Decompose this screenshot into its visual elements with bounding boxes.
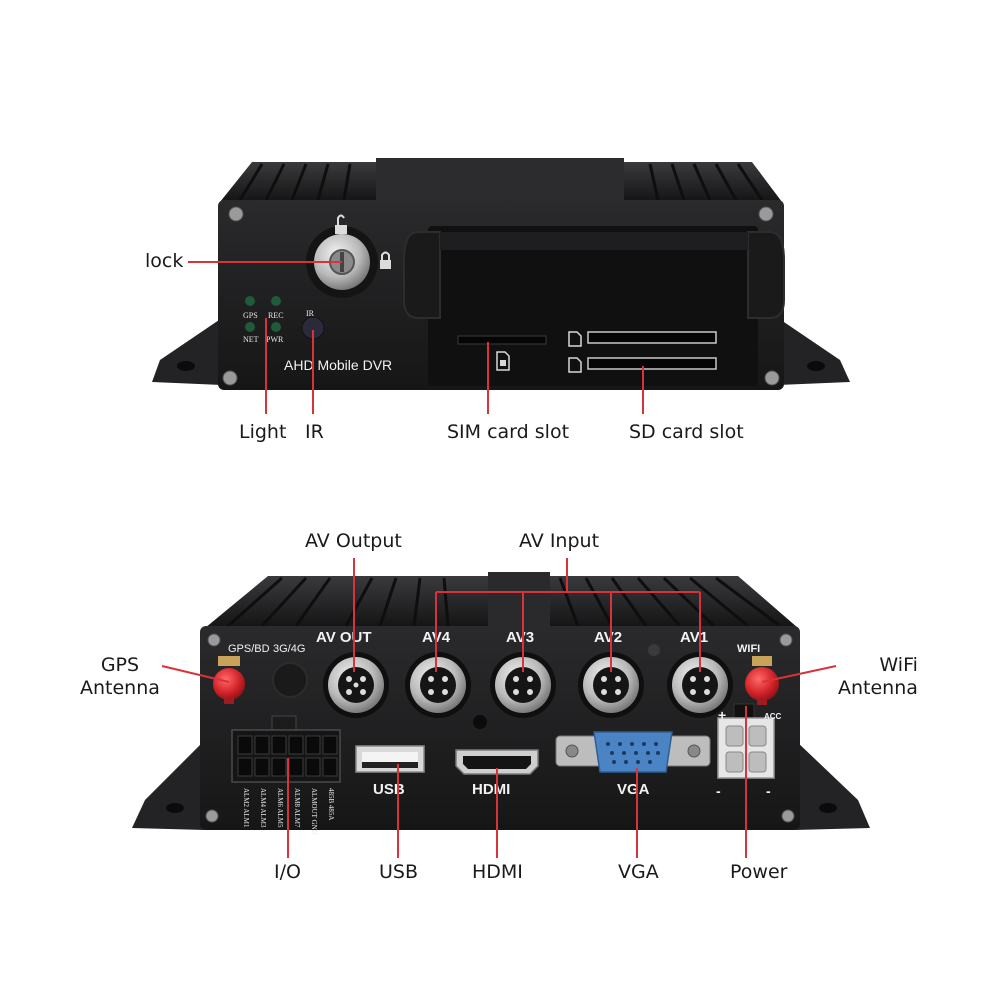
front-left-flange xyxy=(152,318,222,385)
io-terminal xyxy=(231,715,341,783)
av2-connector xyxy=(578,652,644,718)
acc-label: ACC xyxy=(764,712,782,721)
io-pin-label: ALM8 ALM7 xyxy=(293,788,301,828)
io-pin-label: ALM4 ALM3 xyxy=(259,788,267,828)
led-panel: GPS REC NET PWR IR xyxy=(243,296,325,344)
vga-label: VGA xyxy=(617,781,650,798)
pwr-led-label: PWR xyxy=(266,335,284,344)
rear-small-port xyxy=(473,715,487,729)
sim-slot xyxy=(457,335,547,345)
net-led xyxy=(245,322,255,332)
callout-wifi-antenna-line2: Antenna xyxy=(838,677,918,699)
3g4g-label: 3G/4G xyxy=(273,643,305,655)
rear-right-flange xyxy=(795,740,870,830)
av1-connector xyxy=(667,652,733,718)
av4-connector xyxy=(405,652,471,718)
rec-led xyxy=(271,296,281,306)
io-pin-labels: ALM2 ALM1 ALM4 ALM3 ALM6 ALM5 ALM8 ALM7 … xyxy=(242,788,335,835)
av-out-label: AV OUT xyxy=(316,629,372,646)
av3-label: AV3 xyxy=(506,629,534,646)
status-indicator xyxy=(648,644,660,656)
gps-antenna-connector xyxy=(213,656,245,704)
rec-led-label: REC xyxy=(268,311,284,320)
front-right-flange xyxy=(778,318,850,385)
front-fins xyxy=(238,163,764,201)
io-pin-label: ALMOUT GND xyxy=(310,788,318,835)
rear-device: GPS/BD 3G/4G AV OUT AV4 AV3 AV2 AV1 WIFI xyxy=(132,572,870,835)
av1-label: AV1 xyxy=(680,629,708,646)
leader-gps-antenna xyxy=(161,665,230,683)
device-label: AHD Mobile DVR xyxy=(284,357,392,373)
drive-bay xyxy=(428,226,758,386)
power-minus-left-label: - xyxy=(716,783,721,799)
usb-port xyxy=(355,745,425,773)
ir-led-label: IR xyxy=(306,309,315,318)
wifi-antenna-connector xyxy=(745,656,779,705)
callout-gps-antenna-line1: GPS xyxy=(100,654,140,676)
rear-left-flange xyxy=(132,740,205,830)
callout-power: Power xyxy=(730,861,788,883)
front-screws xyxy=(222,206,780,386)
callout-gps-antenna: GPS Antenna xyxy=(80,654,160,700)
unlock-icon xyxy=(335,214,347,234)
gps-bd-label: GPS/BD xyxy=(228,643,270,655)
3g4g-antenna-port xyxy=(272,662,308,698)
net-led-label: NET xyxy=(243,335,259,344)
pwr-led xyxy=(271,322,281,332)
callout-vga: VGA xyxy=(618,861,659,883)
callout-wifi-antenna: WiFi Antenna xyxy=(838,654,918,700)
gps-led xyxy=(245,296,255,306)
av2-label: AV2 xyxy=(594,629,622,646)
wifi-label: WIFI xyxy=(737,643,760,655)
lock-icon xyxy=(380,251,391,269)
rear-fins xyxy=(227,576,781,628)
av3-connector xyxy=(490,652,556,718)
callout-ir: IR xyxy=(305,421,324,443)
sd-icon-2 xyxy=(568,357,582,373)
callout-av-input: AV Input xyxy=(519,530,600,552)
vga-port xyxy=(555,731,711,773)
callout-lock: lock xyxy=(145,250,184,272)
bay-handle-right xyxy=(747,231,785,319)
rear-screws xyxy=(205,633,795,823)
io-pin-label: 485B 485A xyxy=(327,788,335,820)
sim-icon xyxy=(496,351,510,371)
front-device: GPS REC NET PWR IR AHD Mobile DVR xyxy=(152,158,850,390)
callout-hdmi: HDMI xyxy=(472,861,523,883)
hdmi-port xyxy=(455,749,539,775)
sd-slot-2 xyxy=(587,357,717,370)
callout-sd-card-slot: SD card slot xyxy=(629,421,744,443)
usb-label: USB xyxy=(373,781,405,798)
callout-gps-antenna-line2: Antenna xyxy=(80,677,160,699)
av-out-connector xyxy=(323,652,389,718)
power-minus-right-label: - xyxy=(766,783,771,799)
hdmi-label: HDMI xyxy=(472,781,510,798)
callout-sim-card-slot: SIM card slot xyxy=(447,421,570,443)
callout-usb: USB xyxy=(379,861,419,883)
callout-io: I/O xyxy=(274,861,301,883)
bay-handle-left xyxy=(403,231,441,319)
gps-led-label: GPS xyxy=(243,311,258,320)
power-plus-label: + xyxy=(718,707,726,723)
rear-leader-lines xyxy=(161,558,837,858)
leader-wifi-antenna xyxy=(761,665,837,683)
sd-slot-1 xyxy=(587,331,717,344)
sd-icon-1 xyxy=(568,331,582,347)
callout-wifi-antenna-line1: WiFi xyxy=(879,654,918,676)
leader-av-input xyxy=(435,558,701,672)
io-pin-label: ALM2 ALM1 xyxy=(242,788,250,828)
io-pin-label: ALM6 ALM5 xyxy=(276,788,284,828)
front-leader-lines xyxy=(188,261,644,414)
callout-av-output: AV Output xyxy=(305,530,402,552)
callout-light: Light xyxy=(239,421,287,443)
